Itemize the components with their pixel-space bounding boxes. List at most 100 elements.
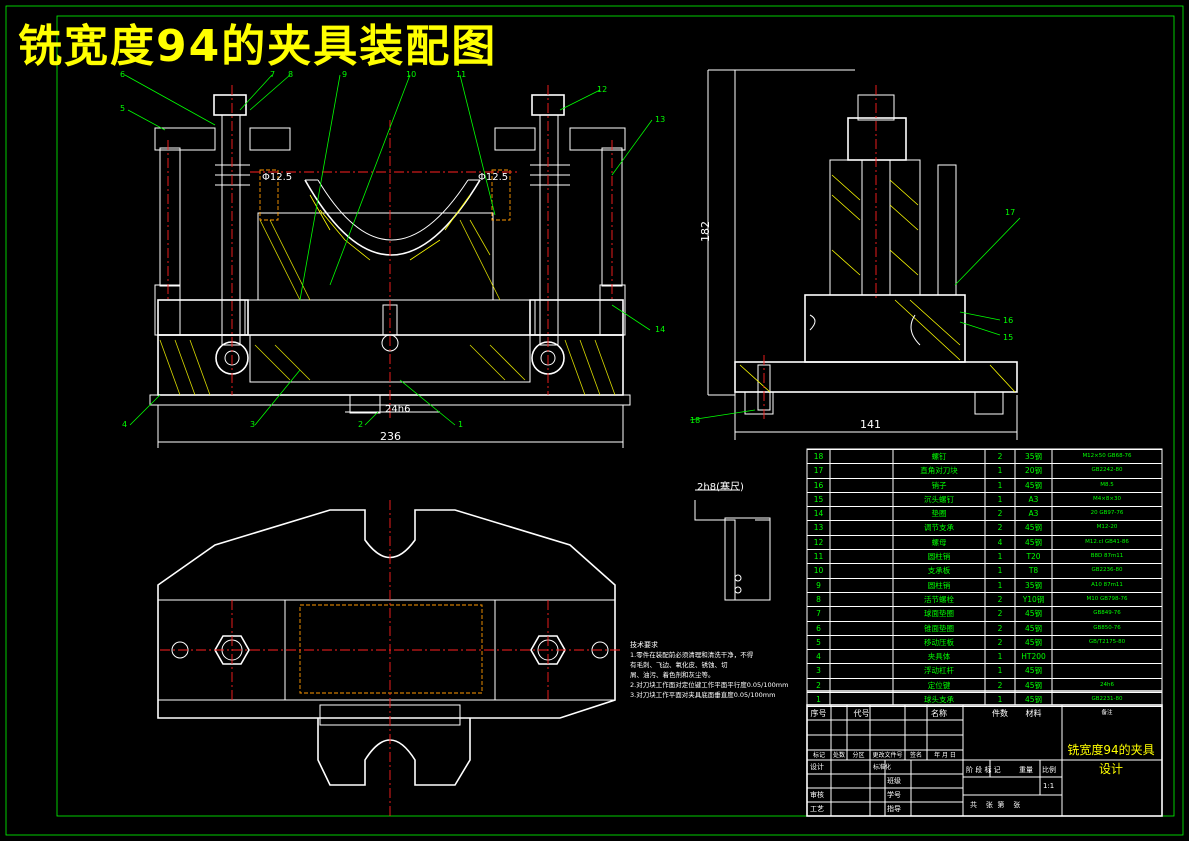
dim-bore-left: Φ12.5 [262, 172, 293, 183]
rev-header-sign: 签名 [909, 752, 922, 759]
bom-cell [830, 664, 893, 677]
tech-note-line: 3.对刀块工作平面对夹具底面垂直度0.05/100mm [630, 691, 776, 699]
bom-cell: HT200 [1021, 652, 1046, 662]
bom-cell: 球头支承 [924, 695, 954, 705]
bom-cell: 3 [816, 666, 821, 676]
bom-cell: T20 [1026, 552, 1041, 562]
balloon-18: 18 [690, 416, 701, 425]
bom-cell [830, 493, 893, 506]
bom-cell: GB2242-80 [1091, 467, 1123, 474]
bom-cell: GB2236-80 [1091, 567, 1123, 574]
bom-cell: 2 [997, 623, 1003, 633]
bom-cell: 45钢 [1024, 680, 1043, 690]
bom-cell: M12.cl GB41-86 [1085, 538, 1129, 545]
bom-cell: GB849-76 [1093, 610, 1121, 617]
rev-header-date: 年 月 日 [934, 752, 956, 759]
inner-border [56, 15, 1175, 817]
bom-cell: 45钢 [1024, 537, 1043, 547]
bom-cell: 8 [816, 594, 821, 604]
balloon-15: 15 [1003, 333, 1014, 342]
bom-cell: 2 [997, 680, 1003, 690]
bom-cell: 17 [813, 466, 824, 476]
balloon-11: 11 [456, 70, 467, 79]
dim-side-width: 141 [860, 418, 881, 431]
bom-cell: 垫圈 [931, 509, 947, 519]
bom-cell: 2 [997, 452, 1003, 461]
bom-header-cell: 件数 [992, 709, 1008, 719]
bom-cell [1052, 650, 1162, 663]
bom-cell: 锥面垫圈 [924, 623, 954, 633]
bom-cell: 螺母 [931, 537, 947, 547]
gauge-note: 2h8(塞尺) [697, 482, 744, 493]
bom-cell: 定位键 [927, 680, 951, 690]
bom-cell: M12×50 GB68-76 [1082, 453, 1132, 459]
bom-header-cell: 名称 [931, 709, 947, 719]
bom-cell: 1 [997, 552, 1003, 562]
bom-cell [830, 550, 893, 563]
bom-cell: 球面垫圈 [924, 609, 954, 619]
role-process: 工艺 [810, 805, 824, 813]
balloon-4: 4 [122, 420, 128, 429]
bom-cell: 1 [997, 695, 1003, 705]
bom-cell: 1 [997, 566, 1003, 576]
side-view [689, 69, 1021, 440]
bom-cell: 支承板 [927, 566, 951, 576]
bom-cell: 销子 [931, 480, 947, 490]
bom-cell: 2 [997, 523, 1003, 533]
bom-cell: 1 [997, 466, 1003, 476]
bom-cell: 45钢 [1024, 637, 1043, 647]
bom-cell: 20钢 [1024, 466, 1043, 476]
feeler-gauge-detail [694, 489, 771, 601]
balloon-17: 17 [1005, 208, 1016, 217]
bom-cell: 夹具体 [927, 652, 951, 662]
bom-cell: M4×8×30 [1093, 495, 1121, 502]
bom-cell: A10 87m11 [1091, 581, 1123, 588]
tech-note-line: 屑、油污、着色剂和灰尘等。 [630, 671, 715, 679]
bom-cell [830, 622, 893, 635]
bom-header-cell: 代号 [853, 709, 870, 719]
bom-cell: 4 [816, 652, 821, 662]
bom-cell: M8.5 [1100, 481, 1114, 488]
bom-cell: 9 [816, 580, 821, 590]
bom-cell [830, 479, 893, 492]
dim-shaft-fit: 24h6 [385, 404, 411, 415]
bom-cell: 1 [997, 666, 1003, 676]
outer-border [5, 5, 1184, 836]
bom-cell: 10 [813, 566, 824, 576]
bom-cell: A3 [1028, 494, 1039, 504]
bom-cell: 45钢 [1024, 480, 1043, 490]
balloon-16: 16 [1003, 316, 1014, 325]
bom-cell: 45钢 [1024, 666, 1043, 676]
bom-cell: 浮动杠杆 [924, 666, 954, 676]
bom-cell: 35钢 [1024, 452, 1043, 461]
bom-cell [830, 607, 893, 620]
role-review: 审核 [810, 791, 824, 799]
bom-row: 3 浮动杠杆 1 45钢 [807, 663, 1162, 677]
drawing-name-line2: 设计 [1098, 762, 1123, 776]
bom-cell: 6 [816, 623, 821, 633]
front-view [124, 74, 653, 448]
bom-cell: 11 [813, 552, 824, 562]
title-block-grid [806, 704, 1163, 817]
dim-front-width: 236 [380, 430, 401, 443]
balloon-9: 9 [342, 70, 348, 79]
bom-cell: 移动压板 [924, 637, 954, 647]
rev-header-row: 标记 处数 分区 更改文件号 签名 年 月 日 [807, 750, 963, 760]
bom-cell [830, 507, 893, 520]
bom-cell: 15 [813, 494, 824, 504]
bom-cell: GB2231-80 [1091, 696, 1123, 703]
